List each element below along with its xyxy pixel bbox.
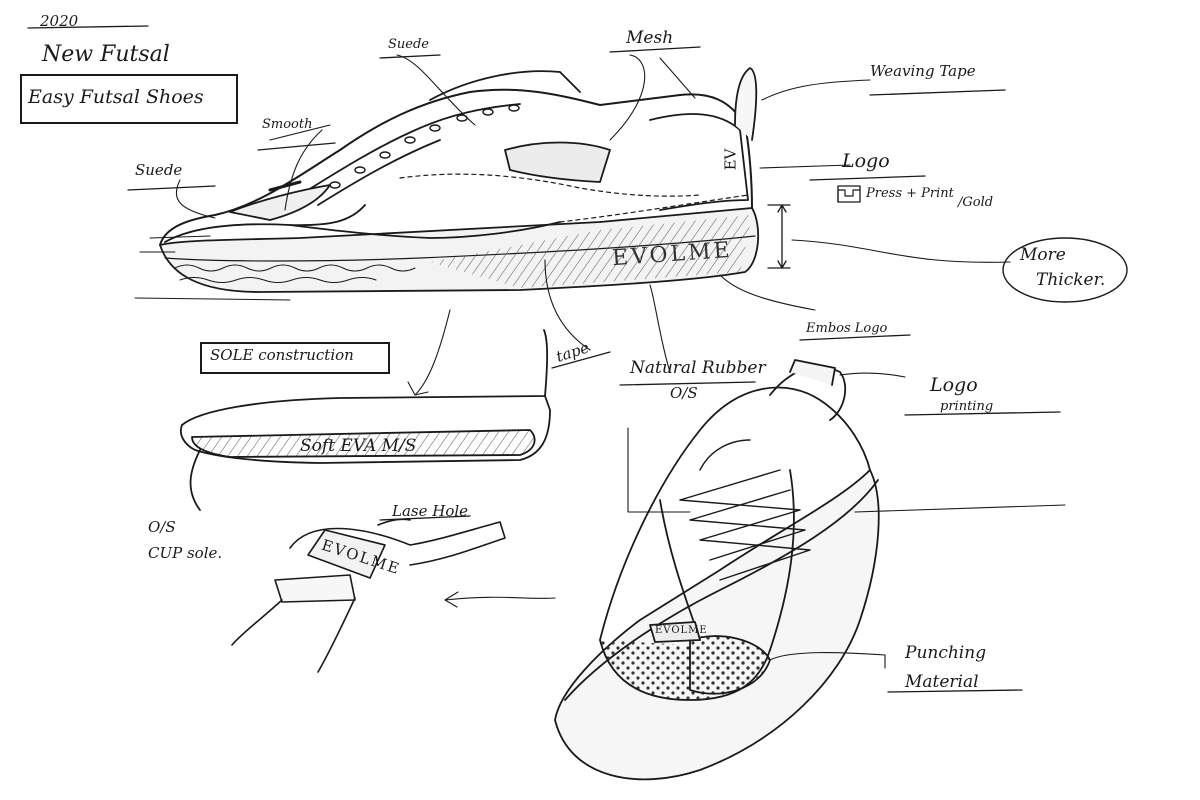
cross-section-body: [180, 395, 551, 464]
callout-logo-printing-2: printing: [940, 399, 994, 414]
callout-weaving-tape: Weaving Tape: [870, 62, 976, 80]
callout-os-cup: O/S: [148, 518, 176, 536]
tongue: [429, 70, 581, 101]
tq-heel-collar: [769, 366, 847, 421]
callout-suede-toe: Suede: [135, 161, 183, 179]
detail-lace-2: [317, 597, 356, 673]
detail-lace-1: [231, 599, 283, 646]
sole-construction-title: SOLE construction: [210, 346, 354, 364]
title-line-1: New Futsal: [42, 42, 170, 67]
three-quarter-shoe: [554, 359, 880, 781]
side-view-shoe: [134, 67, 791, 301]
thickness-dimension: [767, 204, 791, 269]
underlines: [27, 25, 1061, 693]
midsole-label: Soft EVA M/S: [300, 436, 417, 456]
stitch-line-2: [559, 194, 749, 223]
lace-hole-detail: [231, 518, 556, 673]
cupsole-leader: [189, 449, 201, 511]
tq-eyestay-right: [769, 469, 795, 651]
callout-os: O/S: [670, 384, 698, 402]
heel-brand-logo: EV: [721, 148, 740, 171]
print-icon: [837, 185, 861, 203]
eyestay-lower: [317, 139, 441, 206]
callout-material: Material: [905, 672, 979, 692]
title-line-2: Easy Futsal Shoes: [28, 86, 204, 108]
callout-punching: Punching: [905, 643, 987, 663]
stitch-line-1: [399, 173, 701, 197]
detail-arrow: [444, 591, 556, 608]
heel-pull-tab: [734, 67, 758, 141]
callout-more: More: [1020, 245, 1066, 265]
leader-lines-main: [175, 54, 1011, 396]
heel-panel: [649, 113, 749, 211]
speed-lines: [134, 235, 291, 301]
callout-smooth: Smooth: [262, 117, 313, 132]
callout-mesh: Mesh: [626, 28, 674, 48]
detail-logo-tag: [307, 529, 386, 579]
tq-pull-tab: [789, 359, 836, 386]
leader-lines-tq: [627, 372, 1066, 669]
callout-gold: /Gold: [958, 195, 994, 210]
smooth-accent: [229, 184, 331, 221]
toe-brand-logo: EVOLME: [655, 625, 708, 636]
callout-natural-rubber: Natural Rubber: [630, 358, 766, 378]
accent-stroke: [268, 180, 302, 192]
callout-embos-logo: Embos Logo: [806, 321, 888, 336]
year-label: 2020: [40, 12, 79, 30]
tq-upper: [599, 386, 871, 641]
tread-pattern: [174, 264, 416, 283]
mesh-window: [504, 141, 611, 183]
more-thicker-circle: [1002, 237, 1128, 303]
sole-hatching: [430, 215, 752, 288]
tq-toe-tag: [649, 621, 701, 643]
vamp-panel: [289, 221, 561, 239]
sole-cross-section: [180, 329, 551, 511]
callout-lase-hole: Lase Hole: [392, 502, 469, 520]
callout-thicker: Thicker.: [1036, 270, 1106, 290]
midsole: [191, 429, 536, 458]
sole-construction-box: [200, 342, 390, 374]
callout-logo: Logo: [842, 150, 890, 172]
eyestay: [299, 103, 521, 196]
callout-suede-top: Suede: [388, 37, 429, 52]
tq-laces: [679, 439, 811, 581]
callout-cupsole: CUP sole.: [148, 544, 223, 562]
detail-tab: [274, 574, 356, 603]
callout-press-print: Press + Print: [866, 186, 954, 201]
cross-section-top: [181, 329, 549, 426]
title-box: [20, 74, 238, 124]
callout-logo-printing-1: Logo: [930, 374, 978, 396]
detail-band: [289, 521, 506, 566]
tq-midsole-line: [564, 479, 879, 701]
